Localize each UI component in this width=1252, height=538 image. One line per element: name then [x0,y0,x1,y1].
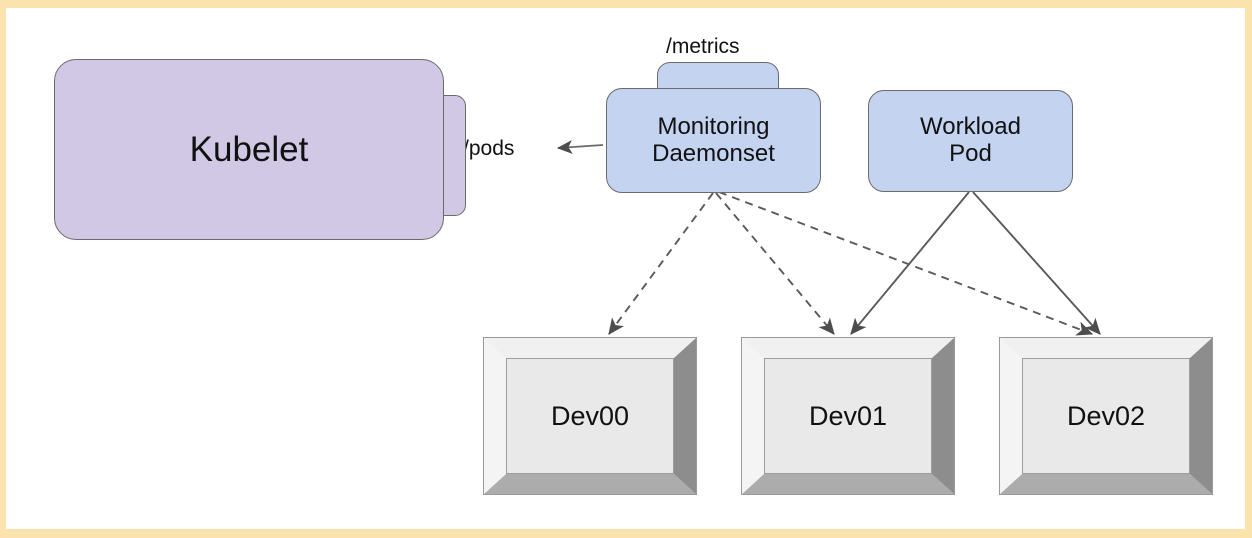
edge-daemonset-to-dev02 [718,191,1094,336]
device-screen [1022,358,1190,474]
device-bevel-bottom [484,474,696,494]
node-device-dev00[interactable]: Dev00 [483,337,697,495]
device-bevel-right [1190,338,1212,494]
device-screen [506,358,674,474]
node-device-dev01[interactable]: Dev01 [741,337,955,495]
monitoring-daemonset-line1: Monitoring [657,112,770,140]
device-bevel-left [484,338,506,494]
node-monitoring-daemonset[interactable]: Monitoring Daemonset [606,88,821,193]
device-bevel-top [484,338,696,358]
label-metrics-endpoint: /metrics [666,35,740,58]
device-label: Dev01 [808,400,888,431]
workload-pod-label: Workload Pod [920,113,1021,168]
device-label: Dev00 [550,400,630,431]
edge-daemonset-to-dev00 [608,192,714,335]
edge-workload-to-dev01 [850,191,970,335]
kubelet-label: Kubelet [189,129,309,169]
edge-daemonset-to-kubelet [556,140,604,155]
device-bevel-right [932,338,954,494]
device-bevel-top [742,338,954,358]
monitoring-daemonset-line2: Daemonset [652,139,775,167]
edge-daemonset-to-dev01 [715,192,835,335]
device-bevel-bottom [742,474,954,494]
device-bevel-left [742,338,764,494]
node-device-dev02[interactable]: Dev02 [999,337,1213,495]
device-label: Dev02 [1066,400,1146,431]
device-bevel-bottom [1000,474,1212,494]
device-screen [764,358,932,474]
node-kubelet[interactable]: Kubelet [54,59,444,240]
edge-workload-to-dev02 [972,191,1101,335]
workload-pod-line2: Pod [949,140,992,167]
device-bevel-right [674,338,696,494]
device-bevel-top [1000,338,1212,358]
node-workload-pod[interactable]: Workload Pod [868,90,1073,192]
monitoring-daemonset-label: Monitoring Daemonset [652,112,775,168]
diagram-sheet: Kubelet /pods /metrics Monitoring Daemon… [6,8,1245,529]
device-bevel-left [1000,338,1022,494]
label-pods-endpoint: /pods [463,137,515,160]
workload-pod-line1: Workload [920,113,1021,141]
